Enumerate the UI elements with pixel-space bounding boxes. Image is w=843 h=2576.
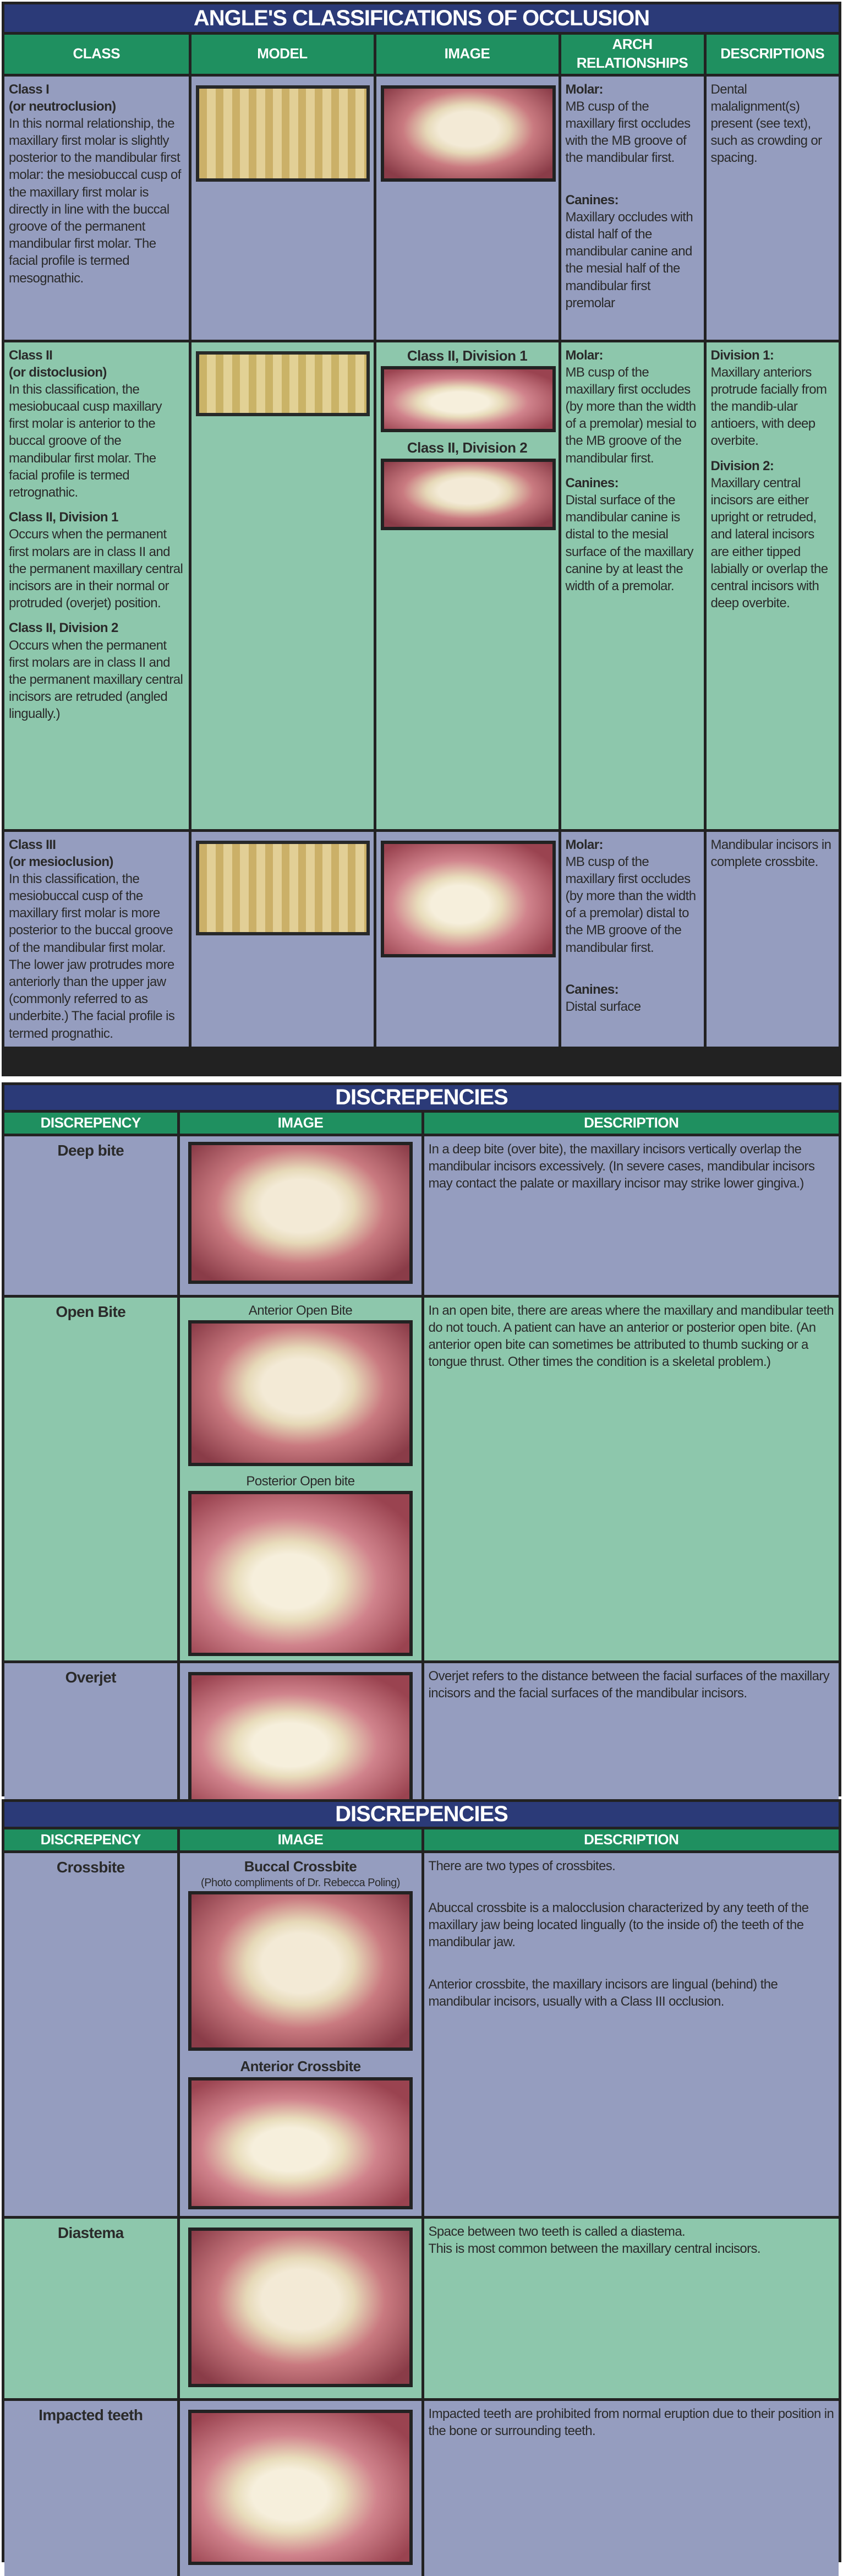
impacted-teeth-photo — [188, 2409, 413, 2565]
discrepancy-name: Diastema — [4, 2215, 180, 2401]
header-discrepancy: DISCREPENCY — [4, 1113, 180, 1136]
anterior-open-bite-photo — [188, 1320, 413, 1466]
anterior-crossbite-photo — [188, 2077, 413, 2210]
header-image: IMAGE — [177, 1829, 424, 1853]
class-2-model-image — [195, 351, 370, 416]
deep-bite-photo — [188, 1141, 413, 1284]
header-discrepancy: DISCREPENCY — [4, 1829, 180, 1853]
description-text: Space between two teeth is called a dias… — [428, 2224, 686, 2239]
molar-text: MB cusp of the maxillary first occludes … — [565, 364, 697, 466]
discrepancy-name: Overjet — [4, 1660, 180, 1816]
class-text: In this normal relationship, the maxilla… — [9, 116, 181, 286]
division-1-text: Occurs when the permanent first molars a… — [9, 527, 183, 611]
molar-text: MB cusp of the maxillary first occludes … — [565, 854, 697, 955]
diastema-photo — [188, 2227, 413, 2387]
class-alt-name: (or distoclusion) — [9, 364, 107, 380]
class-text: In this classification, the mesiobucaal … — [9, 382, 162, 500]
description-text: Anterior crossbite, the maxillary inciso… — [428, 1976, 778, 2009]
class-text: In this classification, the mesiobuccal … — [9, 871, 175, 1041]
class-name: Class II — [9, 347, 53, 363]
molar-text: MB cusp of the maxillary first occludes … — [565, 99, 691, 166]
division-1-title: Class II, Division 1 — [9, 510, 118, 525]
canines-label: Canines: — [565, 475, 619, 491]
class-3-photo — [380, 840, 556, 957]
class-3-row: Class III (or mesioclusion) In this classi… — [4, 829, 839, 1047]
impacted-teeth-row: Impacted teeth Impacted teeth are prohib… — [4, 2398, 839, 2576]
image-caption: Anterior Open Bite — [248, 1303, 353, 1318]
class-name: Class I — [9, 81, 50, 97]
header-image: IMAGE — [373, 35, 561, 77]
photo-credit: (Photo compliments of Dr. Rebecca Poling… — [201, 1877, 400, 1889]
class-3-model-image — [195, 840, 370, 935]
class-2-div-2-photo — [380, 459, 556, 531]
description-text: Overjet refers to the distance between t… — [421, 1660, 839, 1816]
image-caption: Class II, Division 2 — [407, 439, 528, 456]
section-title: DISCREPENCIES — [4, 1802, 839, 1829]
image-caption: Buccal Crossbite — [244, 1858, 357, 1875]
header-arch: ARCH RELATIONSHIPS — [558, 35, 707, 77]
division-2-description: Maxillary central incisors are either up… — [710, 475, 829, 611]
header-class: CLASS — [4, 35, 191, 77]
canines-label: Canines: — [565, 982, 619, 997]
description-text: This is most common between the maxillar… — [428, 2241, 761, 2256]
description-text: Impacted teeth are prohibited from norma… — [421, 2398, 839, 2576]
molar-label: Molar: — [565, 81, 604, 97]
class-2-div-1-photo — [380, 366, 556, 433]
division-1-description: Maxillary anteriors protrude facially fr… — [710, 364, 827, 449]
canines-text: Maxillary occludes with distal half of t… — [565, 209, 693, 311]
description-text: Abuccal crossbite is a malocclusion char… — [428, 1900, 809, 1950]
canines-text: Distal surface — [565, 999, 642, 1015]
header-description: DESCRIPTION — [421, 1113, 839, 1136]
deep-bite-row: Deep bite In a deep bite (over bite), th… — [4, 1133, 839, 1298]
section-title: DISCREPENCIES — [4, 1085, 839, 1113]
division-1-label: Division 1: — [710, 347, 774, 363]
description-text: In a deep bite (over bite), the maxillar… — [421, 1133, 839, 1298]
division-2-title: Class II, Division 2 — [9, 620, 118, 636]
header-description: DESCRIPTION — [421, 1829, 839, 1853]
discrepancies-table-1: DISCREPENCIES DISCREPENCY IMAGE DESCRIPT… — [2, 1082, 841, 1816]
header-image: IMAGE — [177, 1113, 424, 1136]
posterior-open-bite-photo — [188, 1490, 413, 1656]
discrepancy-name: Impacted teeth — [4, 2398, 180, 2576]
angle-classification-table: ANGLE'S CLASSIFICATIONS OF OCCLUSION CLA… — [2, 2, 841, 1076]
division-2-text: Occurs when the permanent first molars a… — [9, 638, 183, 722]
header-model: MODEL — [188, 35, 376, 77]
class-1-row: Class I (or neutroclusion) In this normal … — [4, 73, 839, 342]
image-caption: Posterior Open bite — [246, 1473, 355, 1489]
diastema-row: Diastema Space between two teeth is call… — [4, 2215, 839, 2401]
canines-text: Distal surface of the mandibular canine … — [565, 493, 694, 593]
class-name: Class III — [9, 837, 56, 852]
description-text: In an open bite, there are areas where t… — [421, 1294, 839, 1663]
overjet-row: Overjet Overjet refers to the distance b… — [4, 1660, 839, 1816]
class-2-row: Class II(or distoclusion) In this classif… — [4, 339, 839, 832]
image-caption: Class II, Division 1 — [407, 347, 528, 364]
description-text: Mandibular incisors in complete crossbit… — [710, 837, 832, 869]
header-descriptions: DESCRIPTIONS — [703, 35, 839, 77]
molar-label: Molar: — [565, 837, 604, 852]
class-alt-name: (or neutroclusion) — [9, 99, 116, 114]
section-title: ANGLE'S CLASSIFICATIONS OF OCCLUSION — [4, 4, 839, 35]
class-1-photo — [380, 85, 556, 182]
molar-label: Molar: — [565, 347, 604, 363]
class-alt-name: (or mesioclusion) — [9, 854, 113, 869]
discrepancy-name: Crossbite — [4, 1850, 180, 2219]
discrepancy-name: Deep bite — [4, 1133, 180, 1298]
description-text: Dental malalignment(s) present (see text… — [710, 81, 823, 166]
description-text: There are two types of crossbites. — [428, 1858, 616, 1874]
class-1-model-image — [195, 85, 370, 182]
division-2-label: Division 2: — [710, 458, 774, 473]
discrepancy-name: Open Bite — [4, 1294, 180, 1663]
crossbite-row: Crossbite Buccal Crossbite (Photo complim… — [4, 1850, 839, 2219]
canines-label: Canines: — [565, 192, 619, 208]
discrepancies-table-2: DISCREPENCIES DISCREPENCY IMAGE DESCRIPT… — [2, 1799, 841, 2576]
image-caption: Anterior Crossbite — [240, 2058, 361, 2075]
buccal-crossbite-photo — [188, 1891, 413, 2051]
overjet-photo — [188, 1671, 413, 1805]
